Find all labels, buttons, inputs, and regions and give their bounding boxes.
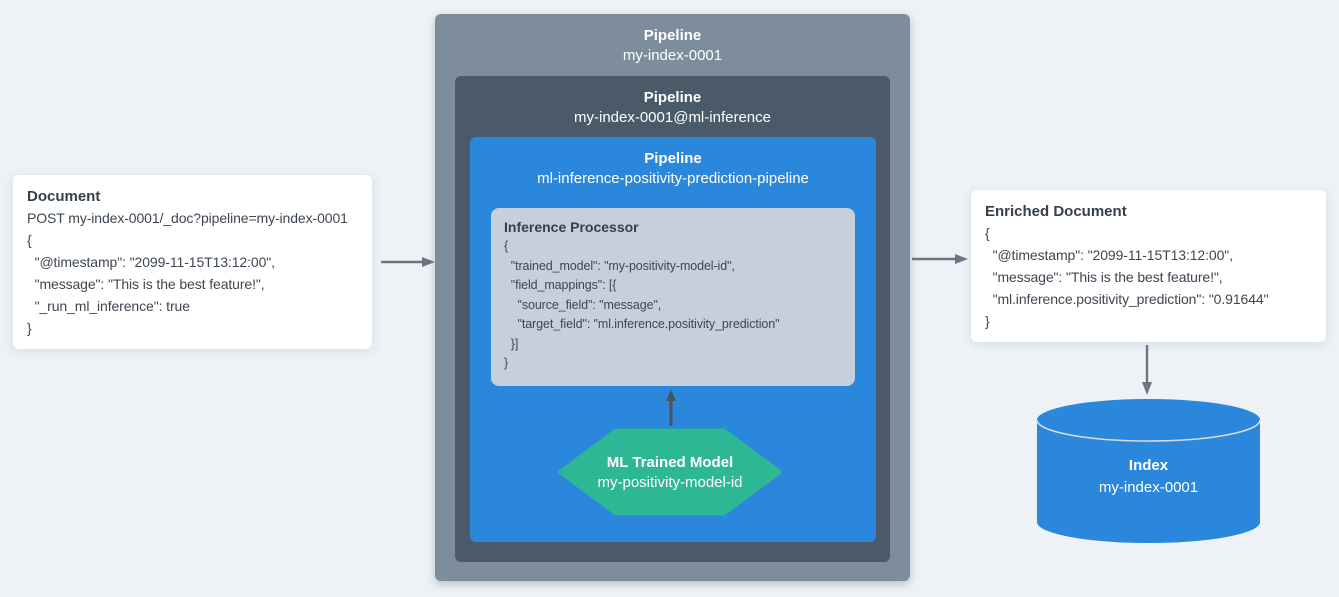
hexagon-shape: [558, 428, 782, 516]
pipeline-box-positivity-header: Pipeline ml-inference-positivity-predict…: [470, 137, 876, 189]
index-node: Index my-index-0001: [1035, 397, 1262, 545]
enriched-document-card-title: Enriched Document: [985, 203, 1127, 220]
ml-trained-model-name: my-positivity-model-id: [597, 473, 743, 491]
ml-trained-model-label: ML Trained Model my-positivity-model-id: [558, 427, 782, 517]
cylinder-shape: [1036, 399, 1261, 543]
pipeline-box-positivity: Pipeline ml-inference-positivity-predict…: [470, 137, 876, 542]
pipeline-box-positivity-name: ml-inference-positivity-prediction-pipel…: [537, 170, 809, 187]
pipeline-box-ml-inference-name: my-index-0001@ml-inference: [574, 109, 771, 126]
index-node-name: my-index-0001: [1098, 479, 1199, 496]
arrow-up-icon: [666, 390, 676, 426]
index-node-title: Index: [1128, 457, 1169, 474]
pipeline-box-outer: Pipeline my-index-0001 Pipeline my-index…: [435, 14, 910, 581]
pipeline-box-ml-inference-title: Pipeline: [643, 89, 702, 106]
document-card-title: Document: [27, 188, 101, 205]
ml-trained-model-title: ML Trained Model: [606, 453, 734, 471]
inference-processor-body: { "trained_model": "my-positivity-model-…: [504, 239, 780, 370]
enriched-document-card: Enriched Document { "@timestamp": "2099-…: [971, 190, 1326, 342]
arrow-right-icon: [912, 254, 968, 264]
pipeline-box-ml-inference: Pipeline my-index-0001@ml-inference Pipe…: [455, 76, 890, 562]
pipeline-box-ml-inference-header: Pipeline my-index-0001@ml-inference: [455, 76, 890, 128]
pipeline-box-outer-header: Pipeline my-index-0001: [435, 14, 910, 66]
arrow-right-icon: [381, 257, 435, 267]
inference-processor-title: Inference Processor: [504, 219, 639, 235]
pipeline-box-positivity-title: Pipeline: [644, 150, 702, 167]
enriched-document-card-body: { "@timestamp": "2099-11-15T13:12:00", "…: [985, 225, 1269, 329]
pipeline-box-outer-title: Pipeline: [643, 27, 702, 44]
ml-trained-model-node: ML Trained Model my-positivity-model-id: [558, 427, 782, 517]
arrow-down-icon: [1142, 345, 1152, 395]
document-card-body: POST my-index-0001/_doc?pipeline=my-inde…: [27, 210, 348, 336]
document-card: Document POST my-index-0001/_doc?pipelin…: [13, 175, 372, 349]
pipeline-box-outer-name: my-index-0001: [622, 47, 723, 64]
inference-processor-box: Inference Processor { "trained_model": "…: [491, 208, 855, 386]
index-node-label: Index my-index-0001: [1035, 403, 1262, 551]
